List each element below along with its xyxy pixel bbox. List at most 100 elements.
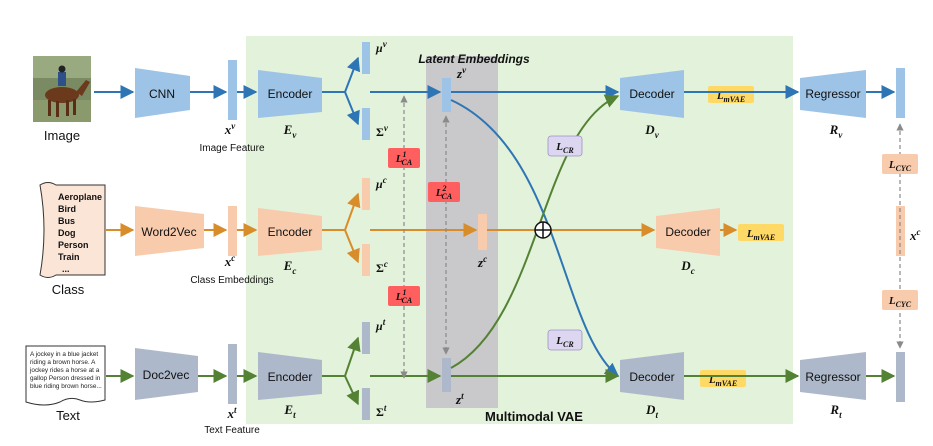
arrow-enc-sigma-t [344,375,360,406]
l-cr-top-badge [547,135,583,157]
l-cyc-top-badge [882,154,918,174]
regressor-v-block [800,70,866,118]
output-v-bar [896,68,905,118]
sigma-c-bar [362,244,370,276]
text-doc-line: A jockey in a blue jacket [30,351,98,358]
text-document [25,345,106,406]
horse-image [33,56,91,122]
arrow-enc-sigma-c [344,229,360,264]
encoder-t-block [258,352,322,400]
l-mvae-t-badge [700,370,746,387]
l-cyc-bottom-badge [882,290,918,310]
sigma-v-label: Σv [376,123,389,139]
encoder-c-block [258,208,322,256]
l-mvae-v-label: LmVAE [716,90,745,104]
zc-bar [478,214,487,250]
text-doc-line: blue riding brown horse... [30,383,102,390]
text-doc-line: jockey rides a horse at a [29,367,100,374]
text-document-lines: A jockey in a blue jacket riding a brown… [29,351,102,390]
mu-v-label: μv [375,39,388,55]
text-doc-line: gallop Person dressed in [30,375,101,382]
class-document [39,182,106,278]
sigma-v-bar [362,108,370,140]
class-caption: Class [52,282,85,297]
multimodal-vae-title: Multimodal VAE [485,409,583,424]
encoder-v-block [258,70,322,118]
text-doc-line: riding a brown horse. A [30,359,96,366]
decoder-v-block [620,70,684,118]
text-feature-bar [228,344,237,404]
cnn-block [135,68,190,118]
class-list-item: ... [62,264,70,274]
image-caption: Image [44,128,80,143]
decoder-c-block [656,208,720,256]
Rt-label: Rt [829,402,842,420]
text-caption: Text [56,408,80,423]
class-list: Aeroplane Bird Bus Dog Person Train ... [58,192,102,274]
Ev-label: Ev [283,122,298,140]
doc2vec-block [135,348,198,400]
output-t-bar [896,352,905,402]
l-mvae-c-label: LmVAE [746,228,775,242]
mu-v-bar [362,42,370,74]
Dc-label: Dc [680,258,694,276]
regressor-t-block [800,352,866,400]
mu-c-bar [362,178,370,210]
l-ca1-top-badge [388,148,420,168]
encoder-t-label: Encoder [268,370,313,384]
word2vec-label: Word2Vec [141,225,196,239]
zv-label: zv [456,65,467,81]
Et-label: Et [283,402,296,420]
l-mvae-t-label: LmVAE [708,374,737,388]
decoder-v-label: Decoder [629,87,674,101]
l-cyc-top-label: LCYC [888,159,912,173]
cnn-label: CNN [149,87,175,101]
mu-t-label: μt [375,317,386,333]
mu-c-label: μc [375,175,387,191]
encoder-c-label: Encoder [268,225,313,239]
sigma-c-label: Σc [376,259,388,275]
class-list-item: Aeroplane [58,192,102,202]
l-ca2-badge [428,182,460,202]
Dv-label: Dv [644,122,659,140]
arrow-enc-sigma-v [344,91,360,126]
Rv-label: Rv [829,122,844,140]
class-list-item: Person [58,240,89,250]
decoder-c-label: Decoder [665,225,710,239]
class-list-item: Train [58,252,80,262]
arrow-zv-decoder-t [450,99,620,377]
xc-label: xc [224,253,236,269]
xv-label: xv [224,121,237,137]
class-list-item: Dog [58,228,76,238]
sigma-t-label: Σt [376,403,387,419]
l-cr-top-label: LCR [555,141,574,155]
zt-label: zt [455,391,464,407]
xc-right-label: xc [909,227,921,243]
class-list-item: Bus [58,216,75,226]
image-feature-bar [228,60,237,120]
Dt-label: Dt [645,402,658,420]
l-cr-bottom-badge [547,329,583,351]
xt-label: xt [226,405,237,421]
word2vec-block [135,206,204,256]
Ec-label: Ec [283,258,297,276]
l-ca1-bottom-badge [388,286,420,306]
class-embedding-bar [228,206,237,256]
regressor-v-label: Regressor [805,87,860,101]
sigma-t-bar [362,388,370,420]
class-list-item: Bird [58,204,76,214]
text-feature-label: Text Feature [204,425,260,436]
l-mvae-v-badge [708,86,754,103]
encoder-v-label: Encoder [268,87,313,101]
zv-bar [442,78,451,112]
l-cr-bottom-label: LCR [555,335,574,349]
decoder-t-block [620,352,684,400]
decoder-t-label: Decoder [629,370,674,384]
l-mvae-c-badge [738,224,784,241]
regressor-t-label: Regressor [805,370,860,384]
